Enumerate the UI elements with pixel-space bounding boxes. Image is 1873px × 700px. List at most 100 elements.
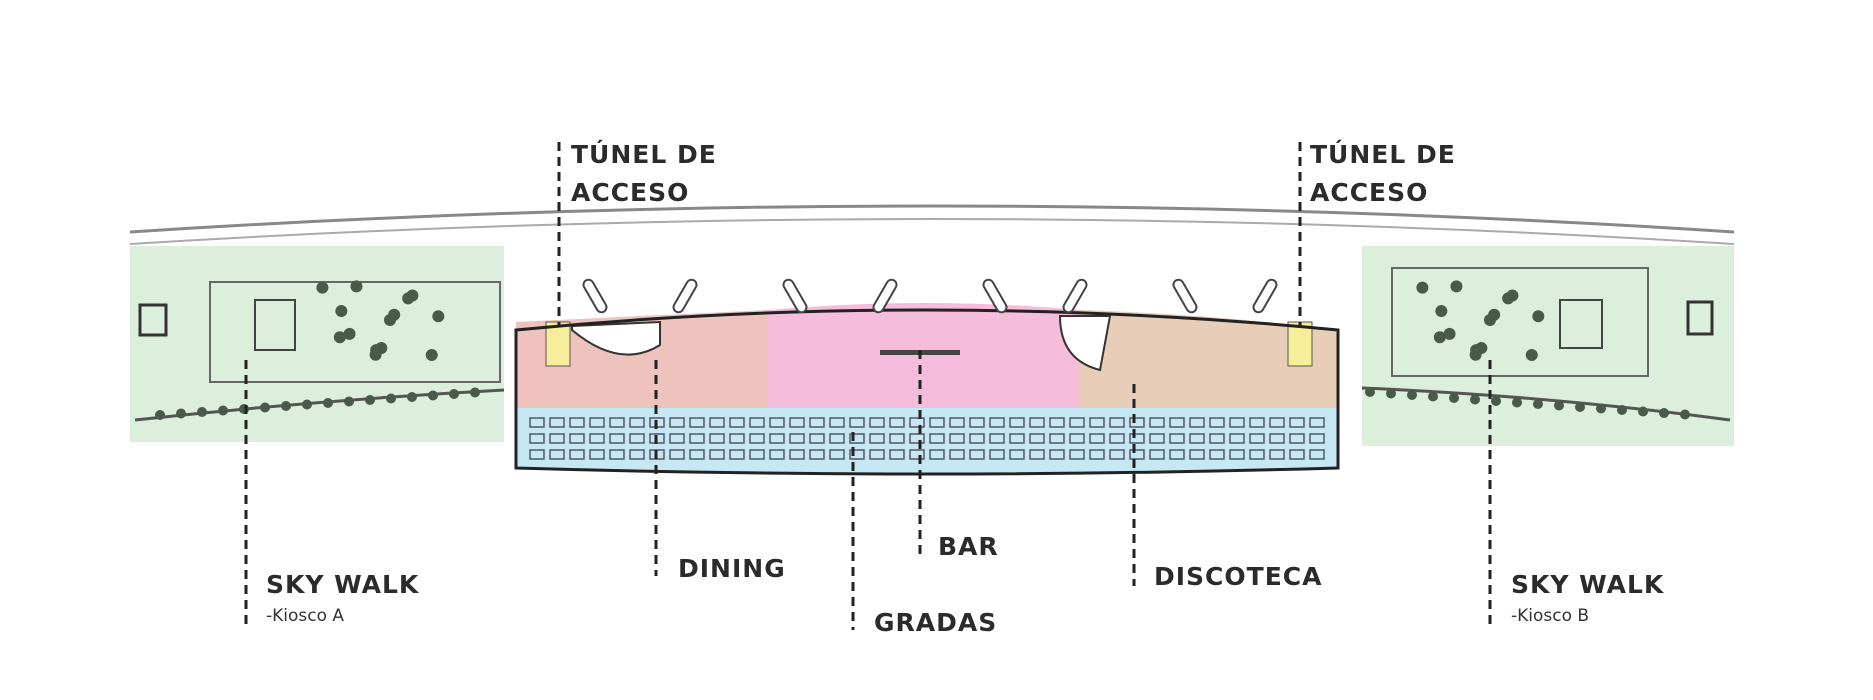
ramp-icon	[1062, 278, 1088, 314]
seat-row	[969, 433, 985, 444]
seat-row	[909, 433, 925, 444]
seat-row	[1209, 449, 1225, 460]
seat-row	[769, 433, 785, 444]
skywalk-right-zone	[1361, 246, 1734, 446]
seat-row	[1169, 417, 1185, 428]
seat-row	[749, 433, 765, 444]
seat-row	[989, 417, 1005, 428]
skywalk-left-zone	[130, 246, 505, 442]
tree-icon	[1435, 305, 1448, 318]
seat-row	[789, 417, 805, 428]
seat-row	[1269, 449, 1285, 460]
seat-row	[709, 433, 725, 444]
tree-icon	[316, 281, 329, 294]
tree-icon	[1525, 348, 1538, 361]
tree-icon	[1554, 400, 1564, 411]
tree-icon	[449, 389, 459, 399]
seat-row	[829, 433, 845, 444]
seat-row	[929, 449, 945, 460]
inner-arc	[129, 218, 1735, 245]
seat-row	[1229, 433, 1245, 444]
seat-row	[729, 449, 745, 460]
seat-row	[1009, 433, 1025, 444]
label-skywalk-right: SKY WALK	[1511, 570, 1665, 599]
central-building	[514, 278, 1340, 476]
seat-row	[949, 417, 965, 428]
seat-row	[1109, 433, 1125, 444]
seat-row	[589, 417, 605, 428]
ramp-icon	[672, 278, 698, 314]
tree-icon	[1365, 387, 1375, 397]
seat-row	[1069, 417, 1085, 428]
tree-icon	[1488, 308, 1501, 321]
seat-row	[809, 433, 825, 444]
seat-row	[589, 449, 605, 460]
seat-row	[989, 433, 1005, 444]
seat-row	[709, 449, 725, 460]
tree-icon	[333, 331, 346, 344]
tree-icon	[1532, 310, 1545, 323]
seat-row	[869, 449, 885, 460]
seat-row	[1029, 433, 1045, 444]
seat-row	[1309, 433, 1325, 444]
tree-icon	[386, 393, 396, 404]
ramp-icon	[782, 278, 808, 314]
seat-row	[889, 449, 905, 460]
tree-icon	[1533, 399, 1543, 409]
seat-row	[689, 433, 705, 444]
seat-row	[569, 449, 585, 460]
label-tunnel-left-1: TÚNEL DE	[571, 140, 717, 169]
tree-icon	[1638, 406, 1648, 417]
tree-icon	[365, 395, 375, 405]
tree-icon	[425, 348, 438, 361]
seat-row	[1189, 449, 1205, 460]
tree-icon	[1449, 393, 1459, 403]
seat-row	[909, 449, 925, 460]
tree-icon	[432, 310, 445, 323]
seat-row	[1249, 449, 1265, 460]
seat-row	[809, 417, 825, 428]
tree-icon	[197, 407, 207, 417]
seat-row	[1309, 417, 1325, 428]
tunnel-left-box	[545, 321, 571, 367]
seat-row	[1149, 417, 1165, 428]
tree-icon	[402, 292, 415, 305]
tree-icon	[218, 405, 228, 416]
bar-zone	[768, 303, 1080, 408]
tree-icon	[1470, 394, 1480, 405]
seat-row	[829, 417, 845, 428]
tree-icon	[370, 344, 383, 357]
seat-row	[749, 417, 765, 428]
label-kiosco-a: -Kiosco A	[266, 606, 345, 626]
seat-row	[769, 417, 785, 428]
tree-icon	[260, 402, 270, 413]
seat-row	[549, 449, 565, 460]
tree-icon	[176, 408, 186, 419]
tree-icon	[335, 305, 348, 318]
seat-row	[669, 433, 685, 444]
seat-row	[869, 433, 885, 444]
label-dining: DINING	[678, 554, 786, 583]
seat-row	[969, 449, 985, 460]
seat-row	[1089, 433, 1105, 444]
seat-row	[849, 417, 865, 428]
tree-icon	[1416, 281, 1429, 294]
ramp-icon	[872, 278, 898, 314]
tree-icon	[350, 280, 363, 293]
seat-row	[1009, 417, 1025, 428]
seat-row	[589, 433, 605, 444]
seat-row	[1009, 449, 1025, 460]
seat-row	[969, 417, 985, 428]
seat-row	[1269, 433, 1285, 444]
seat-row	[1049, 449, 1065, 460]
seat-row	[609, 433, 625, 444]
seat-row	[1249, 417, 1265, 428]
seat-row	[1189, 433, 1205, 444]
tree-icon	[1617, 405, 1627, 415]
seat-row	[929, 433, 945, 444]
seat-row	[949, 449, 965, 460]
seat-row	[529, 417, 545, 428]
seat-row	[1129, 449, 1145, 460]
seat-row	[929, 417, 945, 428]
seat-row	[529, 433, 545, 444]
